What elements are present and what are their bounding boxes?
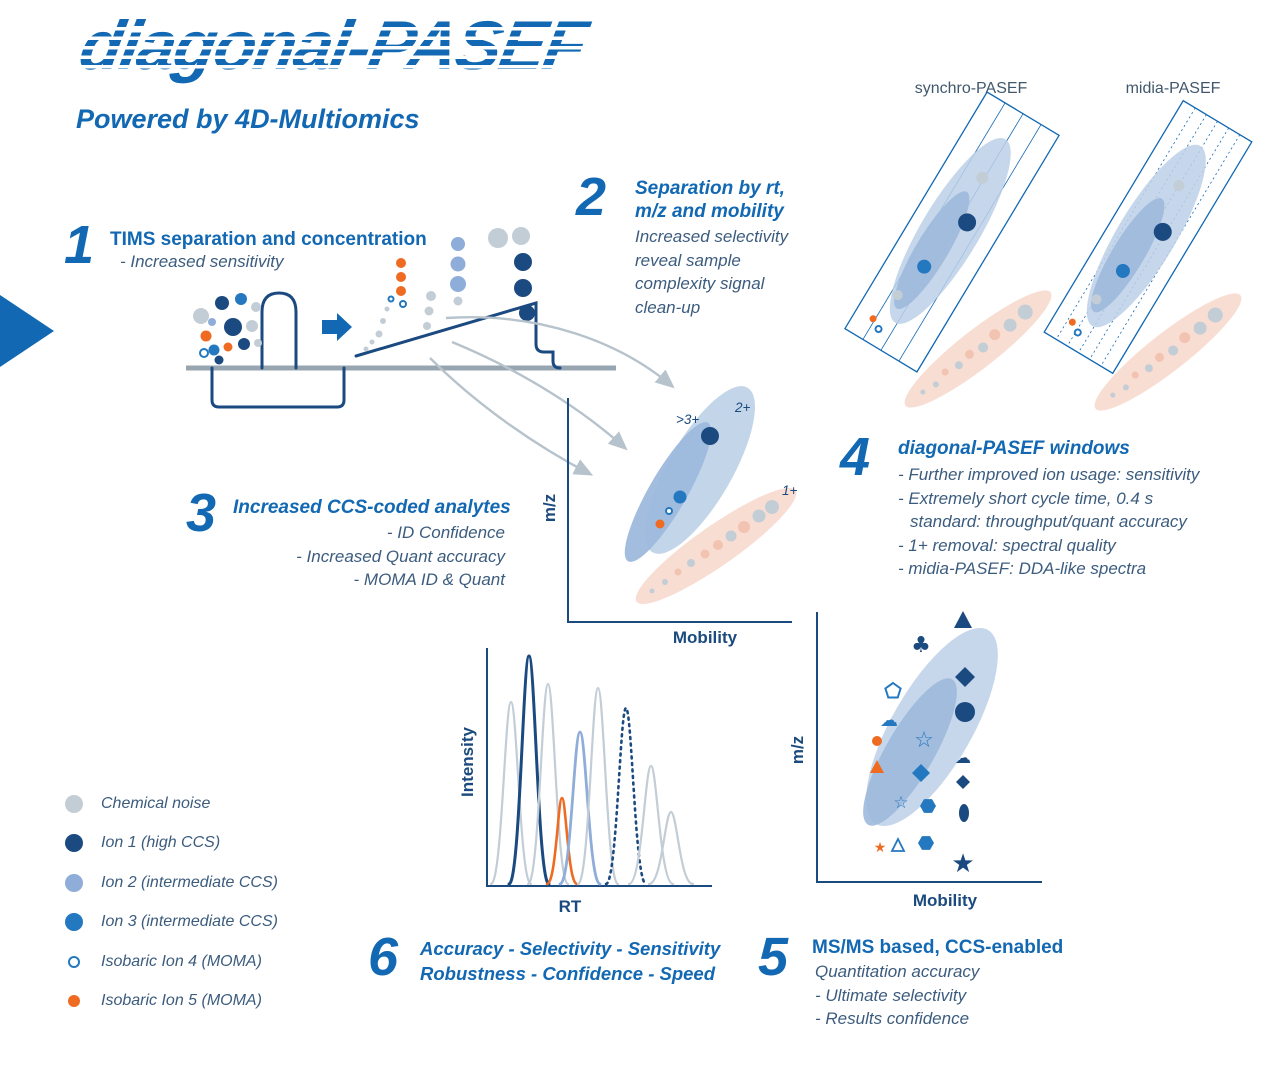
legend-label: Ion 1 (high CCS)	[101, 834, 221, 852]
synchro-pasef-panel	[844, 91, 1060, 373]
legend-item-isobaric-ion5: Isobaric Ion 5 (MOMA)	[64, 982, 278, 1022]
midia-noise-lane	[1094, 293, 1242, 411]
flow-arrows	[429, 316, 675, 476]
section-5-line1: Quantitation accuracy	[815, 962, 980, 981]
left-edge-arrow-icon	[0, 295, 54, 367]
logo-title: diagonal-PASEF	[74, 7, 592, 84]
charge-lane-dots	[649, 500, 779, 594]
svg-text:★: ★	[951, 849, 974, 879]
ion3-swatch-icon	[64, 913, 84, 932]
section-4-line1: - Further improved ion usage: sensitivit…	[898, 465, 1200, 484]
section-2-title-line1: Separation by rt,	[635, 178, 785, 199]
chromatogram-xlabel: RT	[558, 897, 582, 916]
section-4-list: - Further improved ion usage: sensitivit…	[898, 463, 1199, 581]
chromatogram-ylabel: Intensity	[458, 727, 477, 797]
ccs-scatter-plot: ♣ ☁ ☆ ☁ ☆ ★ ★	[816, 611, 1042, 883]
isobaric-ion5-swatch-icon	[64, 995, 84, 1008]
section-6-text: Accuracy - Selectivity - Sensitivity Rob…	[420, 936, 720, 986]
section-3-title: Increased CCS-coded analytes	[233, 497, 511, 518]
svg-text:☆: ☆	[893, 793, 908, 813]
section-3-line2: - Increased Quant accuracy	[296, 546, 505, 566]
charge-label-1plus: 1+	[782, 483, 798, 498]
section-3-list: - ID Confidence - Increased Quant accura…	[233, 521, 505, 592]
synchro-noise-lane	[904, 290, 1052, 408]
svg-text:☁: ☁	[880, 710, 898, 731]
section-4-title: diagonal-PASEF windows	[898, 438, 1130, 459]
midia-pasef-label: midia-PASEF	[1125, 80, 1221, 97]
section-6-line1: Accuracy - Selectivity - Sensitivity	[420, 938, 721, 959]
section-3-number: 3	[186, 483, 217, 543]
legend-item-ion1: Ion 1 (high CCS)	[64, 824, 278, 864]
section-2-body-line2: reveal sample	[635, 250, 741, 270]
section-4-line4: - 1+ removal: spectral quality	[898, 535, 1116, 555]
legend-label: Ion 3 (intermediate CCS)	[101, 913, 278, 931]
legend-label: Isobaric Ion 5 (MOMA)	[101, 992, 262, 1010]
svg-text:★: ★	[874, 840, 887, 856]
isobaric-ion4-swatch-icon	[64, 955, 84, 968]
section-5-number: 5	[758, 927, 789, 987]
legend-item-chemical-noise: Chemical noise	[64, 784, 278, 824]
ion1-swatch-icon	[64, 834, 84, 853]
section-2-body: Increased selectivity reveal sample comp…	[635, 225, 788, 319]
mobility-plot-ylabel: m/z	[540, 493, 559, 523]
legend-item-ion3: Ion 3 (intermediate CCS)	[64, 903, 278, 943]
mixed-ion-cluster	[193, 293, 262, 365]
charge-label-2plus: 2+	[735, 400, 751, 415]
section-4-number: 4	[840, 427, 871, 487]
legend-item-isobaric-ion4: Isobaric Ion 4 (MOMA)	[64, 942, 278, 982]
midia-pasef-panel	[1043, 99, 1253, 375]
section-2-title: Separation by rt, m/z and mobility	[635, 177, 785, 223]
chemical-noise-swatch-icon	[64, 794, 84, 813]
legend-item-ion2: Ion 2 (intermediate CCS)	[64, 863, 278, 903]
section-1-number: 1	[64, 215, 95, 275]
flow-right-arrow-icon	[322, 313, 352, 341]
mobility-mz-plot	[567, 386, 797, 623]
section-5-title: MS/MS based, CCS-enabled	[812, 937, 1064, 958]
legend-label: Chemical noise	[101, 794, 211, 812]
section-2-title-line2: m/z and mobility	[635, 201, 784, 222]
section-3-line1: - ID Confidence	[386, 523, 505, 542]
section-6-line2: Robustness - Confidence - Speed	[420, 963, 716, 984]
section-2-body-line4: clean-up	[635, 297, 701, 317]
section-3-line3: - MOMA ID & Quant	[353, 570, 505, 589]
section-5-list: Quantitation accuracy - Ultimate selecti…	[815, 960, 979, 1031]
section-1-note: - Increased sensitivity	[120, 252, 284, 271]
synchro-pasef-label: synchro-PASEF	[914, 80, 1028, 97]
section-2-number: 2	[576, 167, 607, 227]
scatter-xlabel: Mobility	[912, 891, 978, 910]
tagline: Powered by 4D-Multiomics	[76, 104, 420, 134]
svg-text:♣: ♣	[911, 633, 931, 658]
section-2-body-line3: complexity signal	[635, 274, 765, 293]
svg-text:☁: ☁	[955, 748, 971, 767]
section-1-title: TIMS separation and concentration	[110, 229, 427, 250]
section-5-line3: - Results confidence	[815, 1009, 970, 1028]
separated-ion-columns	[363, 227, 535, 352]
svg-text:☆: ☆	[914, 728, 934, 753]
chromatogram-plot	[486, 648, 712, 887]
legend-label: Isobaric Ion 4 (MOMA)	[101, 952, 262, 970]
section-5-line2: - Ultimate selectivity	[815, 985, 967, 1005]
legend: Chemical noise Ion 1 (high CCS) Ion 2 (i…	[64, 784, 278, 1021]
mobility-plot-xlabel: Mobility	[672, 628, 738, 647]
tims-separation-diagram	[186, 227, 616, 409]
section-2-body-line1: Increased selectivity	[635, 227, 789, 246]
scatter-markers: ♣ ☁ ☆ ☁ ☆ ★ ★	[870, 611, 975, 879]
scatter-ylabel: m/z	[788, 735, 807, 765]
legend-label: Ion 2 (intermediate CCS)	[101, 873, 278, 891]
section-6-number: 6	[368, 927, 399, 987]
charge-label-gt3: >3+	[676, 412, 700, 427]
section-4-line5: - midia-PASEF: DDA-like spectra	[898, 559, 1147, 578]
section-4-line2: - Extremely short cycle time, 0.4 s	[898, 488, 1154, 508]
section-4-line3: standard: throughput/quant accuracy	[910, 512, 1187, 531]
ion2-swatch-icon	[64, 873, 84, 892]
